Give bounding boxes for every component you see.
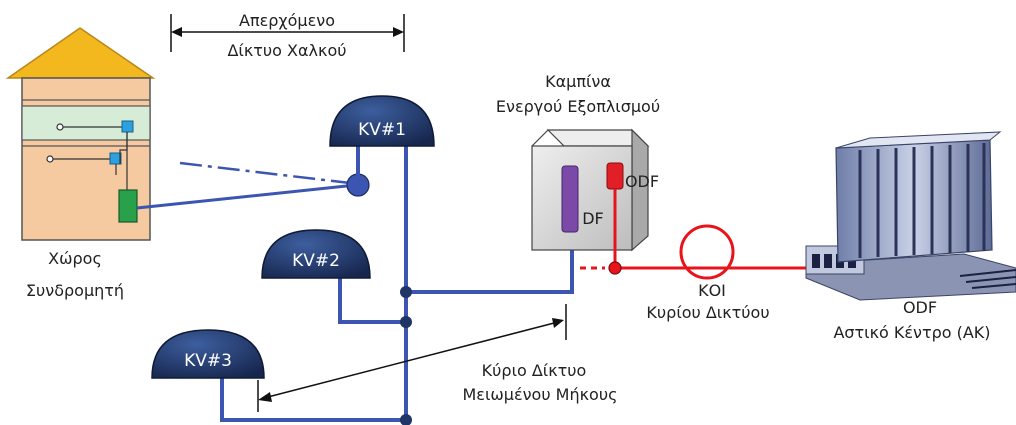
- odf-unit: [606, 162, 624, 190]
- main-network-dimension: [257, 304, 567, 412]
- odf-cabinet-label: ODF: [625, 172, 659, 191]
- copper-dimension: [170, 14, 405, 52]
- fiber-node: [608, 261, 622, 275]
- kv2-dome: [261, 229, 371, 279]
- copper-drop: [136, 161, 370, 210]
- kv2-label: KV#2: [292, 251, 340, 271]
- outlet-icon: [56, 123, 64, 131]
- ntp-box: [118, 189, 138, 223]
- subscriber-label-top: Χώρος: [48, 249, 102, 268]
- kv1-label: KV#1: [358, 120, 406, 140]
- cabinet-label-bottom: Ενεργού Εξοπλισμού: [496, 97, 660, 116]
- df-unit: [561, 165, 579, 233]
- outlet-icon: [46, 155, 54, 163]
- main-network-label-bottom: Μειωμένου Μήκους: [463, 385, 618, 404]
- fiber-coil: [679, 224, 735, 280]
- fiber-link: [580, 189, 808, 280]
- trunk-node: [400, 316, 412, 328]
- copper-network-label-bottom: Δίκτυο Χαλκού: [227, 41, 346, 60]
- kv1-dome: [329, 95, 435, 147]
- building-fins: [858, 143, 986, 258]
- subscriber-house: [5, 27, 156, 241]
- copper-network-label-top: Απερχόμενο: [239, 11, 335, 30]
- main-network-label-top: Κύριο Δίκτυο: [482, 361, 587, 380]
- terminal-icon: [109, 152, 122, 165]
- cabinet-label-top: Καμπίνα: [545, 72, 611, 91]
- central-office-building: [805, 131, 1016, 301]
- df-label: DF: [582, 209, 604, 228]
- odf-center-label: ODF: [903, 298, 937, 317]
- trunk-node: [400, 286, 412, 298]
- terminal-icon: [121, 120, 134, 133]
- koi-label-bottom: Κυρίου Δικτύου: [646, 303, 769, 322]
- koi-label-top: ΚΟΙ: [698, 281, 726, 300]
- kv3-dome: [151, 329, 265, 379]
- central-office-label: Αστικό Κέντρο (ΑΚ): [833, 323, 990, 342]
- house-roof: [5, 27, 156, 79]
- trunk-node: [400, 414, 412, 425]
- subscriber-label-bottom: Συνδρομητή: [26, 281, 124, 300]
- copper-trunk: [220, 142, 574, 425]
- kv3-label: KV#3: [184, 351, 232, 371]
